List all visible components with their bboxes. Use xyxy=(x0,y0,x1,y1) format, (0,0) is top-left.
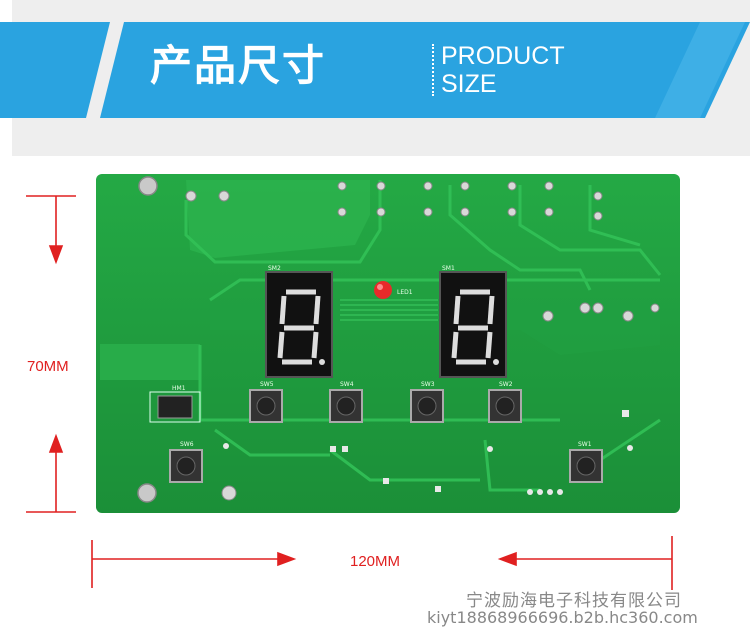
subtitle-line2: SIZE xyxy=(441,70,497,98)
title-divider xyxy=(432,44,435,96)
dimension-arrows xyxy=(26,195,673,590)
width-dimension-label: 120MM xyxy=(350,553,401,570)
banner-shape xyxy=(0,22,750,118)
watermark-company: 宁波励海电子科技有限公司 xyxy=(466,591,682,611)
svg-text:HM1: HM1 xyxy=(172,385,186,392)
svg-text:SW6: SW6 xyxy=(180,441,194,448)
svg-text:SW3: SW3 xyxy=(421,381,435,388)
seven-segment-display-right xyxy=(439,271,507,378)
svg-text:SW4: SW4 xyxy=(340,381,354,388)
tactile-buttons xyxy=(169,389,603,483)
svg-text:LED1: LED1 xyxy=(397,289,413,296)
page-title: 产品尺寸 xyxy=(150,41,327,90)
pcb-board xyxy=(96,174,680,513)
svg-text:SW1: SW1 xyxy=(578,441,592,448)
svg-text:SW5: SW5 xyxy=(260,381,274,388)
page-subtitle: PRODUCT SIZE xyxy=(441,42,565,98)
seven-segment-display-left xyxy=(265,271,333,378)
title-banner: 产品尺寸 PRODUCT SIZE xyxy=(0,22,750,118)
led-indicator xyxy=(374,281,392,299)
buzzer xyxy=(157,395,193,419)
watermark-url: kiyt18868966696.b2b.hc360.com xyxy=(427,608,698,627)
svg-text:SM2: SM2 xyxy=(268,265,281,272)
svg-text:SM1: SM1 xyxy=(442,265,455,272)
subtitle-line1: PRODUCT xyxy=(441,42,565,70)
height-dimension-label: 70MM xyxy=(27,358,69,375)
svg-text:SW2: SW2 xyxy=(499,381,513,388)
